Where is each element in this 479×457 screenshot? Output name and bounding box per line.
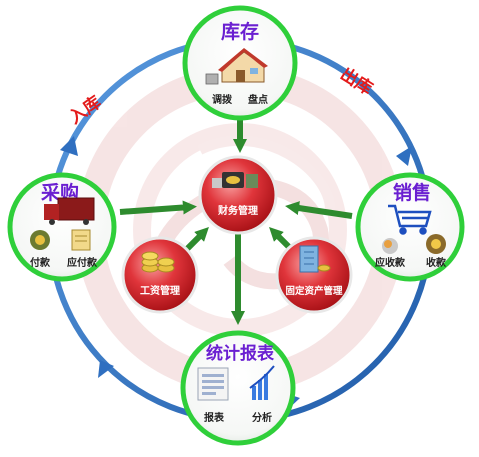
building-icon xyxy=(299,245,331,273)
arrow-purchase-finance xyxy=(119,200,197,215)
hub-finance-label: 财务管理 xyxy=(217,204,258,217)
receivable-icon xyxy=(382,238,398,254)
truck-icon xyxy=(44,197,95,225)
coin-stack-icon xyxy=(141,251,175,273)
node-sales-sub-left: 应收款 xyxy=(375,256,406,269)
node-inventory-title: 库存 xyxy=(221,20,259,43)
invoice-icon xyxy=(71,229,91,251)
node-reports-sub-right: 分析 xyxy=(252,411,272,424)
node-inventory: 库存 调拨 盘点 xyxy=(182,5,298,121)
ring-arrowhead-out xyxy=(396,146,412,166)
coin-bag-icon xyxy=(426,234,446,254)
node-purchase-sub-left: 付款 xyxy=(30,256,51,269)
shopping-cart-icon xyxy=(388,204,432,235)
hub-fixed-assets: 固定资产管理 xyxy=(275,236,353,314)
warehouse-icon xyxy=(205,48,268,85)
node-inventory-sub-right: 盘点 xyxy=(248,93,268,106)
money-bag-icon xyxy=(30,230,50,250)
node-sales: 销售 应收款 收款 xyxy=(355,172,465,282)
node-purchase-sub-right: 应付款 xyxy=(67,256,98,269)
ring-arrowhead-in xyxy=(60,136,78,156)
node-reports: 统计报表 报表 分析 xyxy=(180,330,296,446)
hub-payroll: 工资管理 xyxy=(121,236,199,314)
hub-payroll-label: 工资管理 xyxy=(140,284,180,297)
node-inventory-sub-left: 调拨 xyxy=(212,93,233,106)
analysis-chart-icon xyxy=(249,365,275,400)
node-reports-title: 统计报表 xyxy=(206,343,275,364)
finance-tools-icon xyxy=(212,172,258,188)
node-sales-sub-right: 收款 xyxy=(426,256,447,269)
node-reports-sub-left: 报表 xyxy=(204,411,225,424)
ring-arrowhead-bottom-left xyxy=(98,360,114,378)
hub-fixed-assets-label: 固定资产管理 xyxy=(285,285,343,297)
report-sheet-icon xyxy=(197,367,229,401)
arrow-sales-finance xyxy=(285,201,353,219)
hub-finance: 财务管理 xyxy=(198,155,278,235)
node-purchase: 采购 付款 应付款 xyxy=(7,172,117,282)
node-sales-title: 销售 xyxy=(393,181,431,204)
